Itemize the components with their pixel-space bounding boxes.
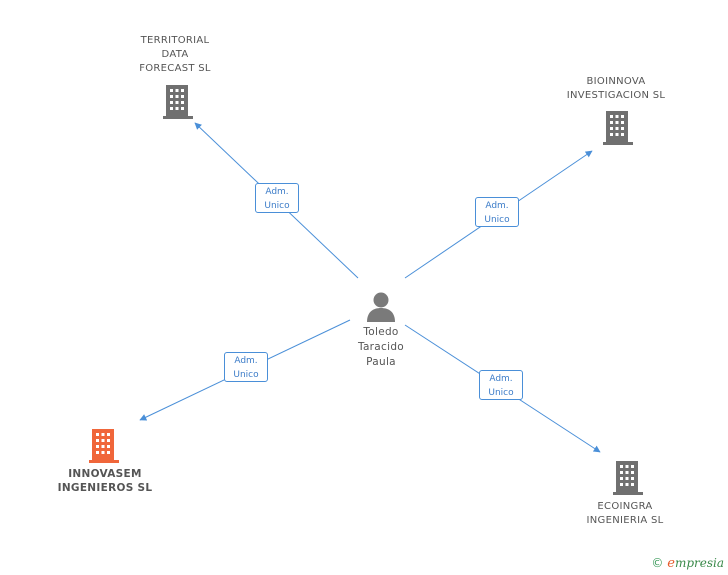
person-name[interactable]: Toledo Taracido Paula bbox=[331, 325, 431, 370]
company-name-line: INGENIEROS SL bbox=[57, 482, 153, 494]
relation-role: Adm. bbox=[489, 374, 513, 384]
relation-role: Adm. bbox=[485, 201, 509, 211]
company-name-line: INVESTIGACION SL bbox=[566, 90, 666, 101]
relation-role: Unico bbox=[233, 370, 259, 380]
brand-footer: © empresia bbox=[651, 556, 724, 571]
relation-badge-territorial: Adm. Unico bbox=[255, 183, 299, 213]
person-name-line: Taracido bbox=[357, 341, 405, 353]
company-name-line: INNOVASEM bbox=[68, 468, 142, 480]
company-label-territorial[interactable]: TERRITORIAL DATA FORECAST SL bbox=[115, 34, 235, 76]
brand-logo-text: mpresia bbox=[674, 556, 724, 570]
company-name-line: TERRITORIAL bbox=[140, 35, 210, 46]
building-icon[interactable] bbox=[603, 111, 633, 145]
relation-role: Adm. bbox=[234, 356, 258, 366]
building-icon[interactable] bbox=[89, 429, 119, 463]
relation-role: Unico bbox=[488, 388, 514, 398]
company-name-line: BIOINNOVA bbox=[586, 76, 646, 87]
company-name-line: FORECAST SL bbox=[139, 63, 211, 74]
relation-badge-ecoingra: Adm. Unico bbox=[479, 370, 523, 400]
relation-badge-bioinnova: Adm. Unico bbox=[475, 197, 519, 227]
relation-role: Adm. bbox=[265, 187, 289, 197]
brand-logo-initial: e bbox=[667, 556, 675, 571]
person-name-line: Paula bbox=[366, 356, 396, 368]
building-icon[interactable] bbox=[613, 461, 643, 495]
company-label-bioinnova[interactable]: BIOINNOVA INVESTIGACION SL bbox=[551, 75, 681, 103]
building-icon[interactable] bbox=[163, 85, 193, 119]
company-name-line: DATA bbox=[161, 49, 189, 60]
company-name-line: ECOINGRA bbox=[597, 501, 653, 512]
company-label-ecoingra[interactable]: ECOINGRA INGENIERIA SL bbox=[565, 500, 685, 528]
relation-badge-innovasem: Adm. Unico bbox=[224, 352, 268, 382]
person-icon bbox=[367, 292, 395, 322]
company-label-innovasem[interactable]: INNOVASEM INGENIEROS SL bbox=[40, 467, 170, 495]
relation-role: Unico bbox=[484, 215, 510, 225]
person-name-line: Toledo bbox=[363, 326, 399, 338]
relation-role: Unico bbox=[264, 201, 290, 211]
copyright-symbol: © bbox=[651, 556, 664, 570]
company-name-line: INGENIERIA SL bbox=[586, 515, 664, 526]
